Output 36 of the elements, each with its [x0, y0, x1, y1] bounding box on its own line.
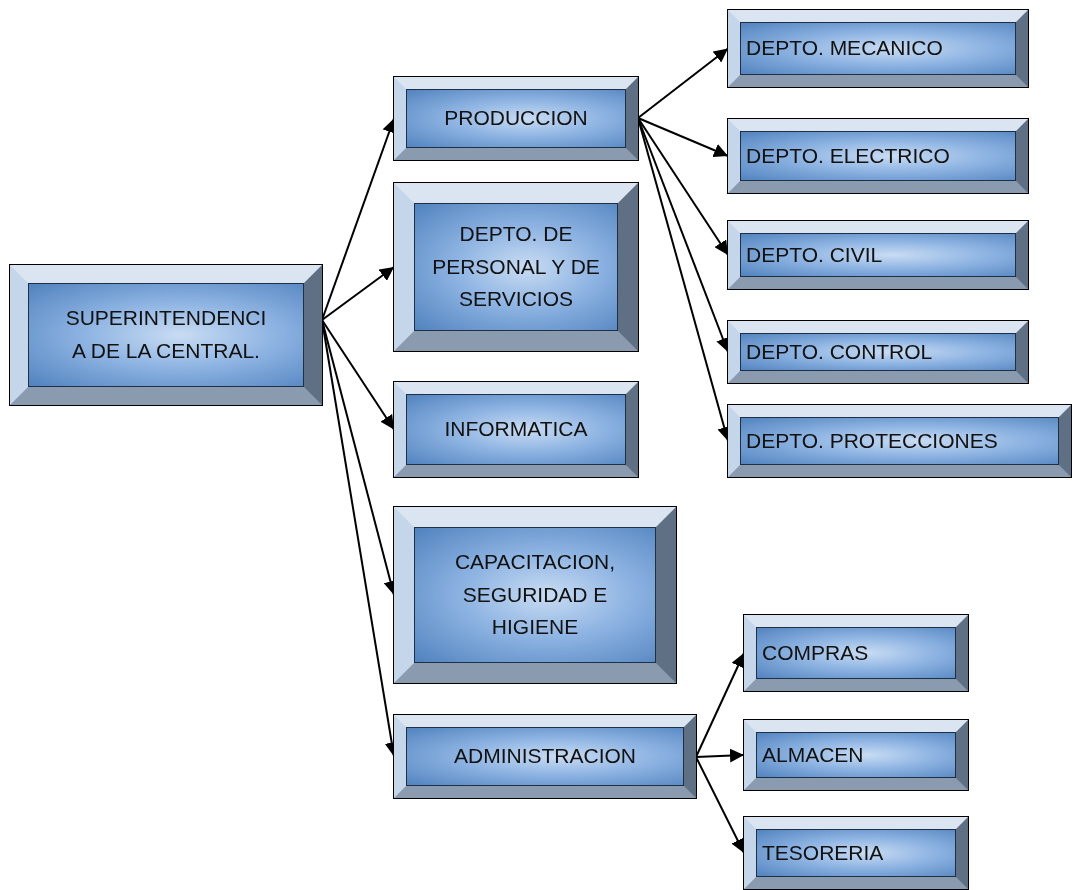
box-label: DEPTO. PROTECCIONES — [745, 427, 999, 454]
arrow — [637, 117, 729, 157]
org-box — [744, 615, 968, 691]
arrow — [321, 266, 395, 321]
org-box — [394, 77, 638, 160]
box-label: DEPTO. MECANICO — [745, 35, 944, 62]
box-label: PRODUCCION — [443, 105, 589, 132]
org-box — [728, 321, 1028, 383]
arrow — [695, 748, 745, 763]
arrow — [695, 756, 745, 854]
org-box — [728, 10, 1028, 87]
box-label: CAPACITACION, SEGURIDAD E HIGIENE — [453, 549, 617, 641]
arrow — [695, 652, 745, 758]
org-box — [10, 265, 322, 405]
box-label: ALMACEN — [761, 741, 865, 768]
org-box — [728, 119, 1028, 193]
box-label: TESORERIA — [761, 839, 885, 866]
org-box — [394, 183, 638, 351]
org-box — [728, 221, 1028, 289]
box-label: COMPRAS — [761, 639, 870, 666]
box-label: DEPTO. DE PERSONAL Y DE SERVICIOS — [431, 221, 601, 313]
arrow — [637, 47, 729, 119]
box-label: INFORMATICA — [443, 416, 589, 443]
box-label: DEPTO. CIVIL — [745, 241, 884, 268]
box-label: DEPTO. CONTROL — [745, 338, 934, 365]
box-label: ADMINISTRACION — [453, 743, 637, 770]
org-box — [394, 715, 696, 798]
org-box — [394, 382, 638, 477]
org-box — [394, 507, 676, 683]
org-box — [744, 817, 968, 889]
arrow — [637, 117, 729, 256]
box-label: DEPTO. ELECTRICO — [745, 142, 951, 169]
box-label: SUPERINTENDENCI A DE LA CENTRAL. — [64, 305, 268, 364]
arrow — [321, 319, 395, 431]
org-box — [744, 720, 968, 790]
org-box — [728, 405, 1071, 477]
